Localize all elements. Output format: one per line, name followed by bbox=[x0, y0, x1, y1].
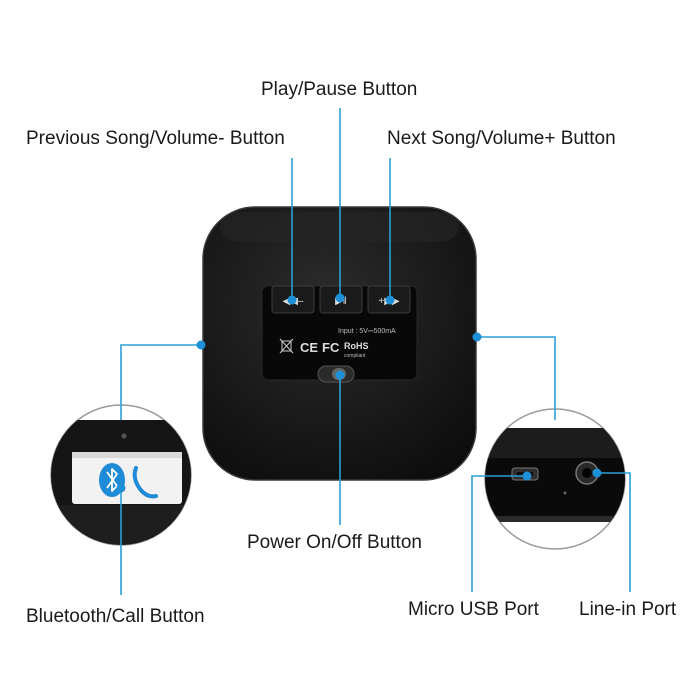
dot-left-side bbox=[196, 340, 206, 350]
line-in-port[interactable] bbox=[575, 461, 599, 485]
fc-mark: FC bbox=[322, 340, 340, 355]
label-power: Power On/Off Button bbox=[247, 532, 422, 553]
weee-icon bbox=[279, 338, 294, 354]
ports-inset bbox=[484, 408, 626, 550]
dot-next bbox=[385, 295, 395, 305]
dot-right-side bbox=[472, 332, 482, 342]
label-bluetooth: Bluetooth/Call Button bbox=[26, 606, 205, 627]
rohs-compliant: compliant bbox=[344, 353, 366, 359]
phone-icon bbox=[132, 466, 158, 499]
dot-usb bbox=[522, 471, 532, 481]
dot-line-in bbox=[592, 468, 602, 478]
label-play-pause: Play/Pause Button bbox=[261, 79, 418, 100]
ports-inset-indicator bbox=[563, 491, 567, 495]
dot-previous bbox=[287, 295, 297, 305]
dot-play-pause bbox=[335, 293, 345, 303]
label-usb: Micro USB Port bbox=[408, 599, 539, 620]
label-previous: Previous Song/Volume- Button bbox=[26, 128, 285, 149]
input-rating: Input : 5V⎓500mA bbox=[338, 328, 396, 335]
dot-power bbox=[335, 370, 345, 380]
bluetooth-inset bbox=[50, 404, 192, 546]
dot-bluetooth bbox=[116, 483, 126, 493]
ce-mark: CE bbox=[300, 340, 318, 355]
leader-lines bbox=[120, 108, 631, 595]
label-next: Next Song/Volume+ Button bbox=[387, 128, 616, 149]
rohs-mark: RoHS bbox=[344, 341, 369, 351]
label-line-in: Line-in Port bbox=[579, 599, 677, 620]
